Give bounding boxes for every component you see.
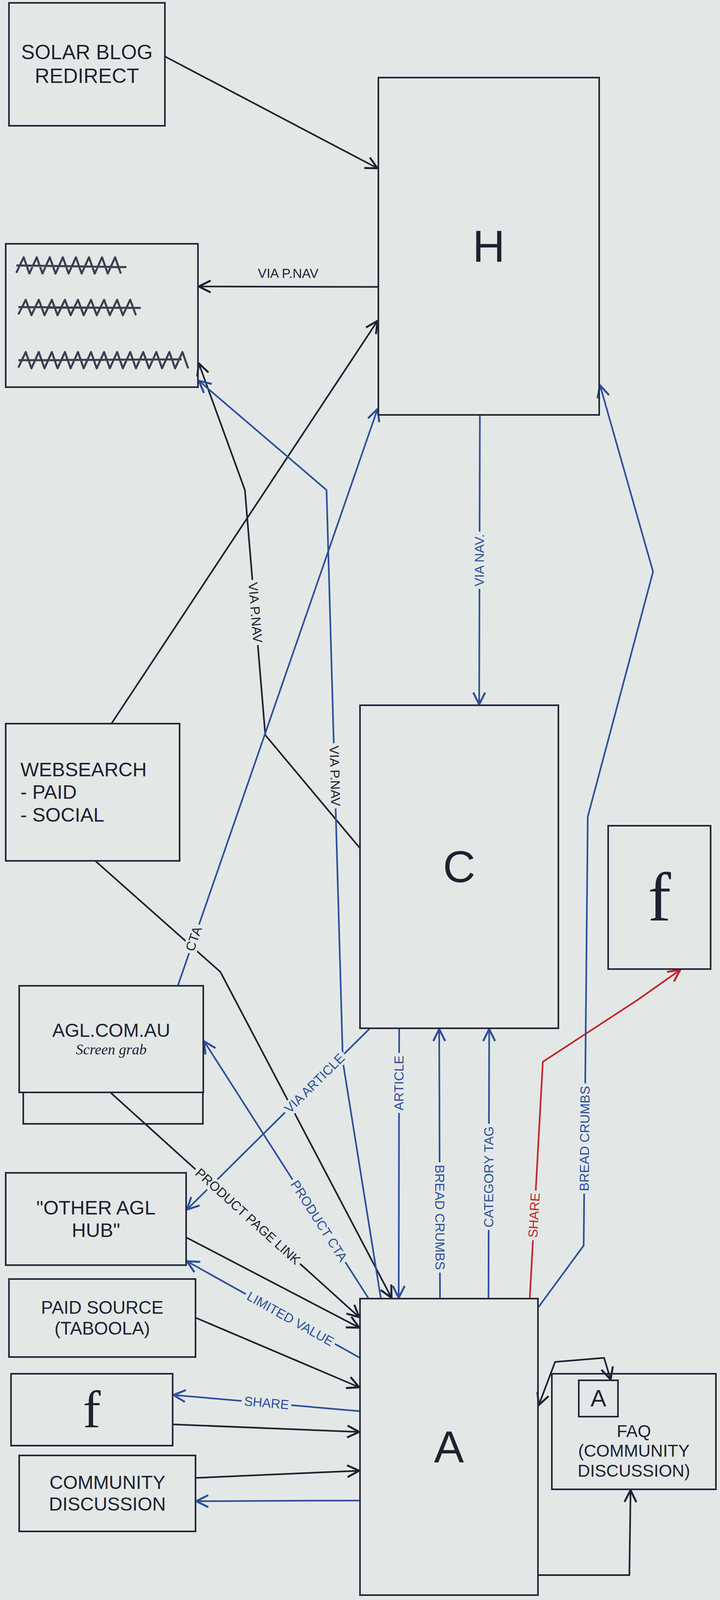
flow-arrow xyxy=(186,1260,360,1358)
box-text: PAID SOURCE (TABOOLA) xyxy=(16,1296,189,1338)
flow-arrow xyxy=(538,1489,631,1575)
box-text: WEBSEARCH xyxy=(20,757,147,781)
social-box: f xyxy=(607,824,712,970)
flow-arrow xyxy=(198,380,381,1298)
scribble xyxy=(18,351,189,369)
edge-label: VIA P.NAV xyxy=(326,742,343,809)
edge-label: PRODUCT PAGE LINK xyxy=(190,1163,305,1269)
scribble xyxy=(16,257,127,274)
faq-box: FAQ (COMMUNITY DISCUSSION) A xyxy=(551,1372,717,1490)
box-text: - SOCIAL xyxy=(20,803,105,826)
box-text: - PAID xyxy=(20,780,77,803)
box-text: H xyxy=(472,220,505,273)
social-box: f xyxy=(10,1372,174,1446)
page-box: C xyxy=(359,704,560,1029)
page-box: H xyxy=(377,76,600,416)
edge-label: SHARE xyxy=(240,1393,292,1412)
box-text: "OTHER AGL HUB" xyxy=(13,1195,179,1241)
source-box: WEBSEARCH- PAID- SOCIAL xyxy=(4,722,181,862)
edge-label: LIMITED VALUE xyxy=(242,1287,339,1350)
flow-arrow xyxy=(177,408,378,985)
box-text: C xyxy=(442,840,476,893)
source-box: COMMUNITY DISCUSSION xyxy=(18,1453,197,1532)
flow-arrow xyxy=(196,1499,360,1501)
box-text: COMMUNITY DISCUSSION xyxy=(26,1471,189,1515)
page-box: A xyxy=(359,1297,539,1596)
mini-page-box: A xyxy=(577,1378,619,1417)
flow-arrow xyxy=(198,286,378,287)
box-text: f xyxy=(82,1378,101,1440)
flow-arrow xyxy=(173,1423,360,1432)
edge-label: VIA P.NAV xyxy=(245,579,265,646)
flow-arrow xyxy=(196,1469,360,1478)
flow-arrow xyxy=(529,969,681,1298)
site-box: AGL.COM.AUScreen grab xyxy=(18,984,205,1093)
source-box: SOLAR BLOG REDIRECT xyxy=(8,2,166,127)
edge-label: CTA xyxy=(182,922,206,956)
box-text: Screen grab xyxy=(75,1040,147,1058)
crossed-out-box xyxy=(4,242,199,388)
edge-label: VIA ARTICLE xyxy=(280,1048,349,1118)
flow-arrow xyxy=(196,1317,360,1387)
box-text: f xyxy=(647,857,672,938)
flow-arrow xyxy=(165,56,378,169)
scribble xyxy=(18,299,141,316)
box-text: A xyxy=(590,1384,607,1412)
flow-arrow xyxy=(538,384,654,1307)
edge-label: CATEGORY TAG xyxy=(481,1123,497,1230)
hub-box: "OTHER AGL HUB" xyxy=(4,1171,187,1266)
box-text: FAQ (COMMUNITY DISCUSSION) xyxy=(559,1420,709,1480)
source-box: PAID SOURCE (TABOOLA) xyxy=(8,1277,197,1358)
edge-label: BREAD CRUMBS xyxy=(432,1161,447,1272)
box-text: A xyxy=(433,1420,464,1473)
edge-label: SHARE xyxy=(525,1189,543,1240)
box-text: SOLAR BLOG REDIRECT xyxy=(16,40,158,88)
edge-label: BREAD CRUMBS xyxy=(577,1082,593,1193)
flow-arrow xyxy=(198,363,360,847)
edge-label: VIA P.NAV xyxy=(255,266,321,281)
edge-label: ARTICLE xyxy=(391,1052,407,1113)
box-text: AGL.COM.AU xyxy=(52,1019,171,1041)
edge-label: VIA NAV. xyxy=(472,531,487,589)
